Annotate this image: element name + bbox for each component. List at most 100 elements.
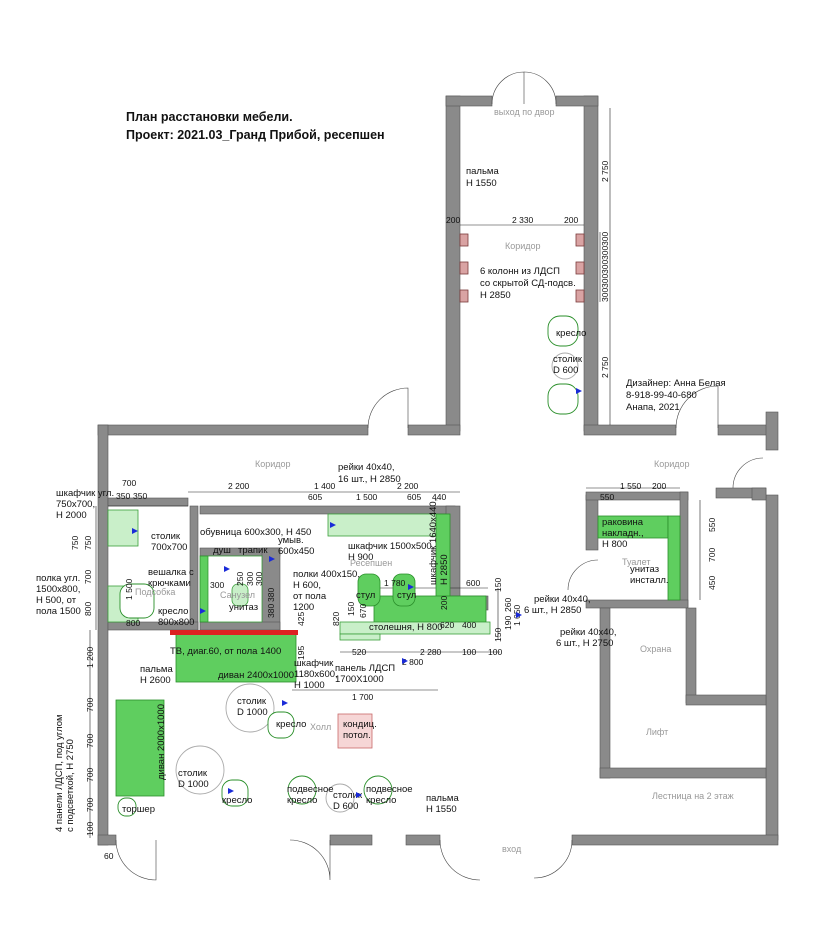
svg-text:100: 100 — [462, 647, 476, 657]
svg-text:диван 2000х1000: диван 2000х1000 — [156, 704, 167, 780]
svg-text:столешня, Н 800: столешня, Н 800 — [369, 622, 443, 633]
svg-text:700: 700 — [707, 548, 717, 562]
svg-text:400: 400 — [462, 620, 476, 630]
svg-text:550: 550 — [600, 492, 614, 502]
svg-text:1200: 1200 — [293, 602, 314, 613]
svg-text:столик: столик — [553, 354, 583, 365]
svg-text:2 280: 2 280 — [420, 647, 442, 657]
svg-text:440: 440 — [432, 492, 446, 502]
svg-text:столик: столик — [151, 531, 181, 542]
svg-text:1 400: 1 400 — [314, 481, 336, 491]
sofa-2400 — [175, 631, 297, 683]
room-entrance: вход — [502, 844, 522, 854]
svg-text:4 панели ЛДСП, под углом: 4 панели ЛДСП, под углом — [54, 714, 65, 832]
svg-text:шкафчик 1640х440,: шкафчик 1640х440, — [428, 499, 439, 585]
svg-text:стул: стул — [356, 590, 375, 601]
svg-text:300: 300 — [600, 246, 610, 260]
hanging-chair-1 — [287, 775, 317, 805]
svg-text:диван 2400х1000: диван 2400х1000 — [218, 670, 294, 681]
svg-text:750: 750 — [83, 536, 93, 550]
column — [575, 233, 585, 247]
svg-text:620: 620 — [440, 620, 454, 630]
svg-text:Н 800: Н 800 — [602, 539, 627, 550]
designer-info: Дизайнер: Анна Белая 8-918-99-40-680 Ана… — [626, 378, 726, 413]
svg-text:инсталл.: инсталл. — [630, 575, 669, 586]
room-hall: Холл — [310, 722, 331, 732]
svg-text:крючками: крючками — [148, 578, 191, 589]
svg-text:300: 300 — [600, 232, 610, 246]
round-table-icon — [551, 352, 579, 380]
svg-text:умыв.: умыв. — [278, 535, 304, 546]
svg-text:Н 2850: Н 2850 — [439, 554, 450, 585]
svg-text:1 700: 1 700 — [352, 692, 374, 702]
chair-green-1 — [357, 573, 381, 607]
svg-text:кресло: кресло — [556, 328, 586, 339]
svg-text:потол.: потол. — [343, 730, 371, 741]
svg-text:800: 800 — [126, 618, 140, 628]
svg-text:100: 100 — [488, 647, 502, 657]
svg-text:520: 520 — [352, 647, 366, 657]
room-labels: выход по двор Коридор Коридор Коридор По… — [135, 107, 734, 854]
svg-text:425: 425 — [296, 612, 306, 626]
project-title: Проект: 2021.03_Гранд Прибой, ресепшен — [126, 128, 385, 142]
svg-text:D 600: D 600 — [333, 801, 358, 812]
svg-text:с подсветкой, Н 2750: с подсветкой, Н 2750 — [65, 739, 76, 832]
svg-text:600х450: 600х450 — [278, 546, 314, 557]
ldsp-panel — [339, 633, 381, 641]
svg-text:Н 2000: Н 2000 — [56, 510, 87, 521]
room-corridor-left: Коридор — [255, 459, 291, 469]
svg-text:Анапа, 2021: Анапа, 2021 — [626, 402, 680, 413]
svg-text:полки 400х150,: полки 400х150, — [293, 569, 360, 580]
svg-text:2 750: 2 750 — [600, 356, 610, 378]
svg-text:6 шт., Н 2850: 6 шт., Н 2850 — [524, 605, 581, 616]
svg-text:пальма: пальма — [140, 664, 173, 675]
svg-text:обувница 600х300, Н 450: обувница 600х300, Н 450 — [200, 527, 311, 538]
doors — [115, 71, 764, 881]
plan-title: План расстановки мебели. — [126, 110, 293, 124]
svg-text:унитаз: унитаз — [229, 602, 258, 613]
svg-text:подвесное: подвесное — [366, 784, 413, 795]
svg-text:2 750: 2 750 — [600, 160, 610, 182]
svg-text:подвесное: подвесное — [287, 784, 334, 795]
svg-text:380: 380 — [266, 604, 276, 618]
svg-text:рейки 40х40,: рейки 40х40, — [534, 594, 591, 605]
svg-text:150: 150 — [493, 628, 503, 642]
cabinet-1500 — [327, 513, 439, 537]
markers — [132, 388, 582, 798]
svg-text:1700Х1000: 1700Х1000 — [335, 674, 384, 685]
furniture-labels: пальма Н 1550 6 колонн из ЛДСП со скрыто… — [36, 166, 669, 832]
svg-text:300: 300 — [600, 274, 610, 288]
svg-text:350: 350 — [116, 491, 130, 501]
svg-text:190: 190 — [503, 616, 513, 630]
svg-text:со скрытой СД-подсв.: со скрытой СД-подсв. — [480, 278, 576, 289]
svg-text:душ: душ — [213, 545, 231, 556]
svg-text:2 200: 2 200 — [397, 481, 419, 491]
svg-text:кресло: кресло — [287, 795, 317, 806]
room-lift: Лифт — [646, 727, 668, 737]
svg-text:пола 1500: пола 1500 — [36, 606, 81, 617]
svg-text:Н 1550: Н 1550 — [426, 804, 457, 815]
floor-lamp — [117, 797, 137, 817]
svg-text:Н 900: Н 900 — [348, 552, 373, 563]
column — [575, 261, 585, 275]
dimension-lines — [89, 108, 701, 838]
svg-text:пальма: пальма — [466, 166, 499, 177]
chair-green-2 — [392, 573, 416, 607]
svg-text:150: 150 — [493, 578, 503, 592]
svg-text:250: 250 — [235, 572, 245, 586]
armchair-icon — [547, 383, 579, 415]
svg-text:шкафчик 1500х500,: шкафчик 1500х500, — [348, 541, 434, 552]
svg-text:полка угл.: полка угл. — [36, 573, 80, 584]
room-storage: Подсобка — [135, 587, 175, 597]
svg-text:2 800: 2 800 — [402, 657, 424, 667]
svg-text:100: 100 — [85, 822, 95, 836]
svg-text:300: 300 — [600, 288, 610, 302]
svg-text:кресло: кресло — [366, 795, 396, 806]
svg-text:Н 600,: Н 600, — [293, 580, 321, 591]
svg-text:кресло: кресло — [276, 719, 306, 730]
svg-text:700: 700 — [85, 768, 95, 782]
furniture — [107, 315, 681, 817]
armchair-hall — [267, 711, 295, 739]
wc-bowl — [231, 583, 249, 607]
